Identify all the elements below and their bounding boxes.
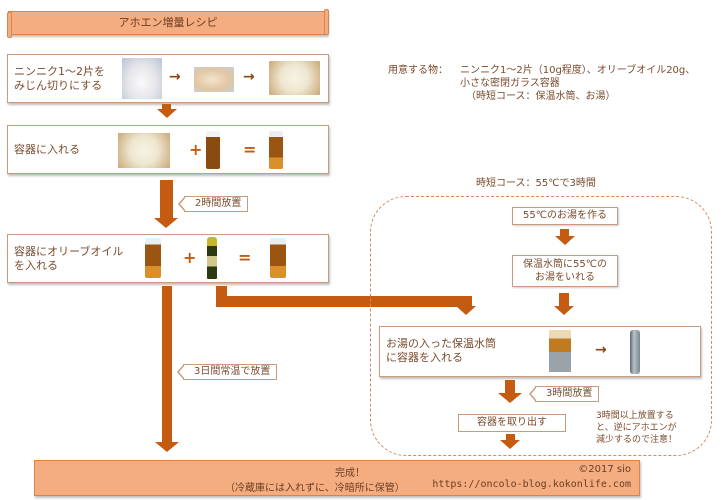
arrow-right-icon: → — [169, 69, 181, 85]
equals-icon: = — [238, 248, 252, 267]
finish-box: 完成！ （冷蔵庫には入れずに、冷暗所に保管） ©2017 sio https:/… — [34, 460, 640, 496]
flow-arrow-shaft — [506, 434, 515, 440]
flow-arrow-head-icon — [498, 393, 522, 403]
step2-text: 容器に入れる — [14, 143, 80, 156]
flow-arrow-shaft — [559, 293, 569, 306]
flow-arrow-head-icon — [554, 306, 574, 315]
arrow-right-icon: → — [243, 69, 255, 85]
flow-arrow-head-icon — [155, 442, 179, 452]
ingredients-line3: （時短コース：保温水筒、お湯） — [466, 91, 616, 102]
flow-arrow-shaft — [160, 180, 173, 218]
shortcut-heading: 時短コース：55℃で3時間 — [476, 178, 596, 189]
plus-icon: + — [183, 248, 197, 267]
make-hot-water-step: 55℃のお湯を作る — [512, 207, 618, 225]
flow-arrow-head-icon — [500, 440, 520, 449]
title-banner: アホエン増量レシピ — [7, 9, 329, 38]
step-put-in-container: 容器に入れる + = — [7, 125, 329, 174]
flow-arrow-head-icon — [154, 218, 178, 228]
flow-arrow-shaft — [505, 380, 515, 393]
step-add-olive-oil: 容器にオリーブオイル を入れる + = — [7, 234, 329, 283]
minced-garlic-image — [118, 133, 170, 168]
equals-icon: = — [243, 140, 257, 159]
place-container-step: お湯の入った保温水筒 に容器を入れる → — [379, 326, 701, 377]
wait-3-days-tag: 3日間常温で放置 — [176, 364, 278, 380]
garlic-bulb-image — [122, 58, 162, 99]
make-hot-water-label: 55℃のお湯を作る — [523, 210, 607, 221]
minced-garlic-image — [269, 61, 320, 95]
garlic-clove-image — [194, 67, 234, 92]
jar-with-oil-image — [270, 238, 286, 278]
branch-arrow-shaft — [216, 296, 472, 307]
warning-note-line3: 減少するので注意！ — [596, 435, 678, 445]
finish-storage-note: （冷蔵庫には入れずに、冷暗所に保管） — [225, 483, 405, 494]
open-thermos-image — [549, 330, 571, 372]
arrow-right-icon: → — [595, 342, 607, 358]
recipe-title: アホエン増量レシピ — [118, 16, 218, 29]
step3-text-line1: 容器にオリーブオイル — [14, 245, 124, 258]
pour-water-line1: 保温水筒に55℃の — [523, 259, 607, 270]
blog-url[interactable]: https://oncolo-blog.kokonlife.com — [432, 479, 631, 490]
warning-note: 3時間以上放置する と、逆にアホエンが 減少するので注意！ — [596, 410, 677, 446]
wait-3-hours-tag: 3時間放置 — [528, 386, 600, 402]
ingredients-line1: ニンニク1～2片（10g程度）、オリーブオイル20g、 — [460, 65, 696, 76]
wait-2-hours-tag: 2時間放置 — [177, 196, 249, 212]
flow-arrow-shaft — [560, 229, 569, 236]
step1-text-line2: みじん切りにする — [14, 79, 103, 92]
remove-container-step: 容器を取り出す — [458, 414, 566, 432]
step3-text-line2: を入れる — [14, 259, 58, 272]
finish-title: 完成！ — [335, 468, 365, 479]
flow-arrow-shaft — [162, 286, 172, 442]
wait-3-days-label: 3日間常温で放置 — [194, 366, 271, 377]
ingredients-line2: 小さな密閉ガラス容器 — [460, 78, 560, 89]
branch-arrow-shaft — [216, 286, 227, 301]
empty-jar-image — [206, 131, 220, 169]
olive-oil-bottle-image — [207, 237, 217, 279]
place-container-line1: お湯の入った保温水筒 — [386, 337, 496, 350]
flow-arrow-head-icon — [157, 109, 177, 118]
remove-container-label: 容器を取り出す — [477, 417, 547, 428]
closed-thermos-image — [630, 330, 640, 374]
branch-arrow-shaft — [461, 296, 472, 306]
wait-3-hours-label: 3時間放置 — [546, 388, 593, 399]
step1-text-line1: ニンニク1～2片を — [14, 65, 105, 78]
step-mince-garlic: ニンニク1～2片を みじん切りにする → → — [7, 54, 329, 103]
warning-note-line1: 3時間以上放置する — [596, 411, 674, 421]
plus-icon: + — [189, 140, 203, 159]
copyright: ©2017 sio — [578, 464, 631, 475]
flow-arrow-shaft — [162, 104, 171, 109]
jar-with-garlic-image — [145, 238, 161, 278]
warning-note-line2: と、逆にアホエンが — [596, 423, 677, 433]
flow-arrow-head-icon — [555, 236, 575, 245]
place-container-line2: に容器を入れる — [386, 351, 463, 364]
jar-with-garlic-image — [269, 131, 283, 169]
shortcut-course-region — [370, 196, 712, 456]
pour-water-line2: お湯をいれる — [535, 272, 595, 283]
flow-arrow-head-icon — [456, 306, 476, 315]
wait-2-hours-label: 2時間放置 — [195, 198, 242, 209]
ingredients-label: 用意する物： — [388, 65, 448, 76]
pour-water-step: 保温水筒に55℃の お湯をいれる — [512, 255, 618, 287]
